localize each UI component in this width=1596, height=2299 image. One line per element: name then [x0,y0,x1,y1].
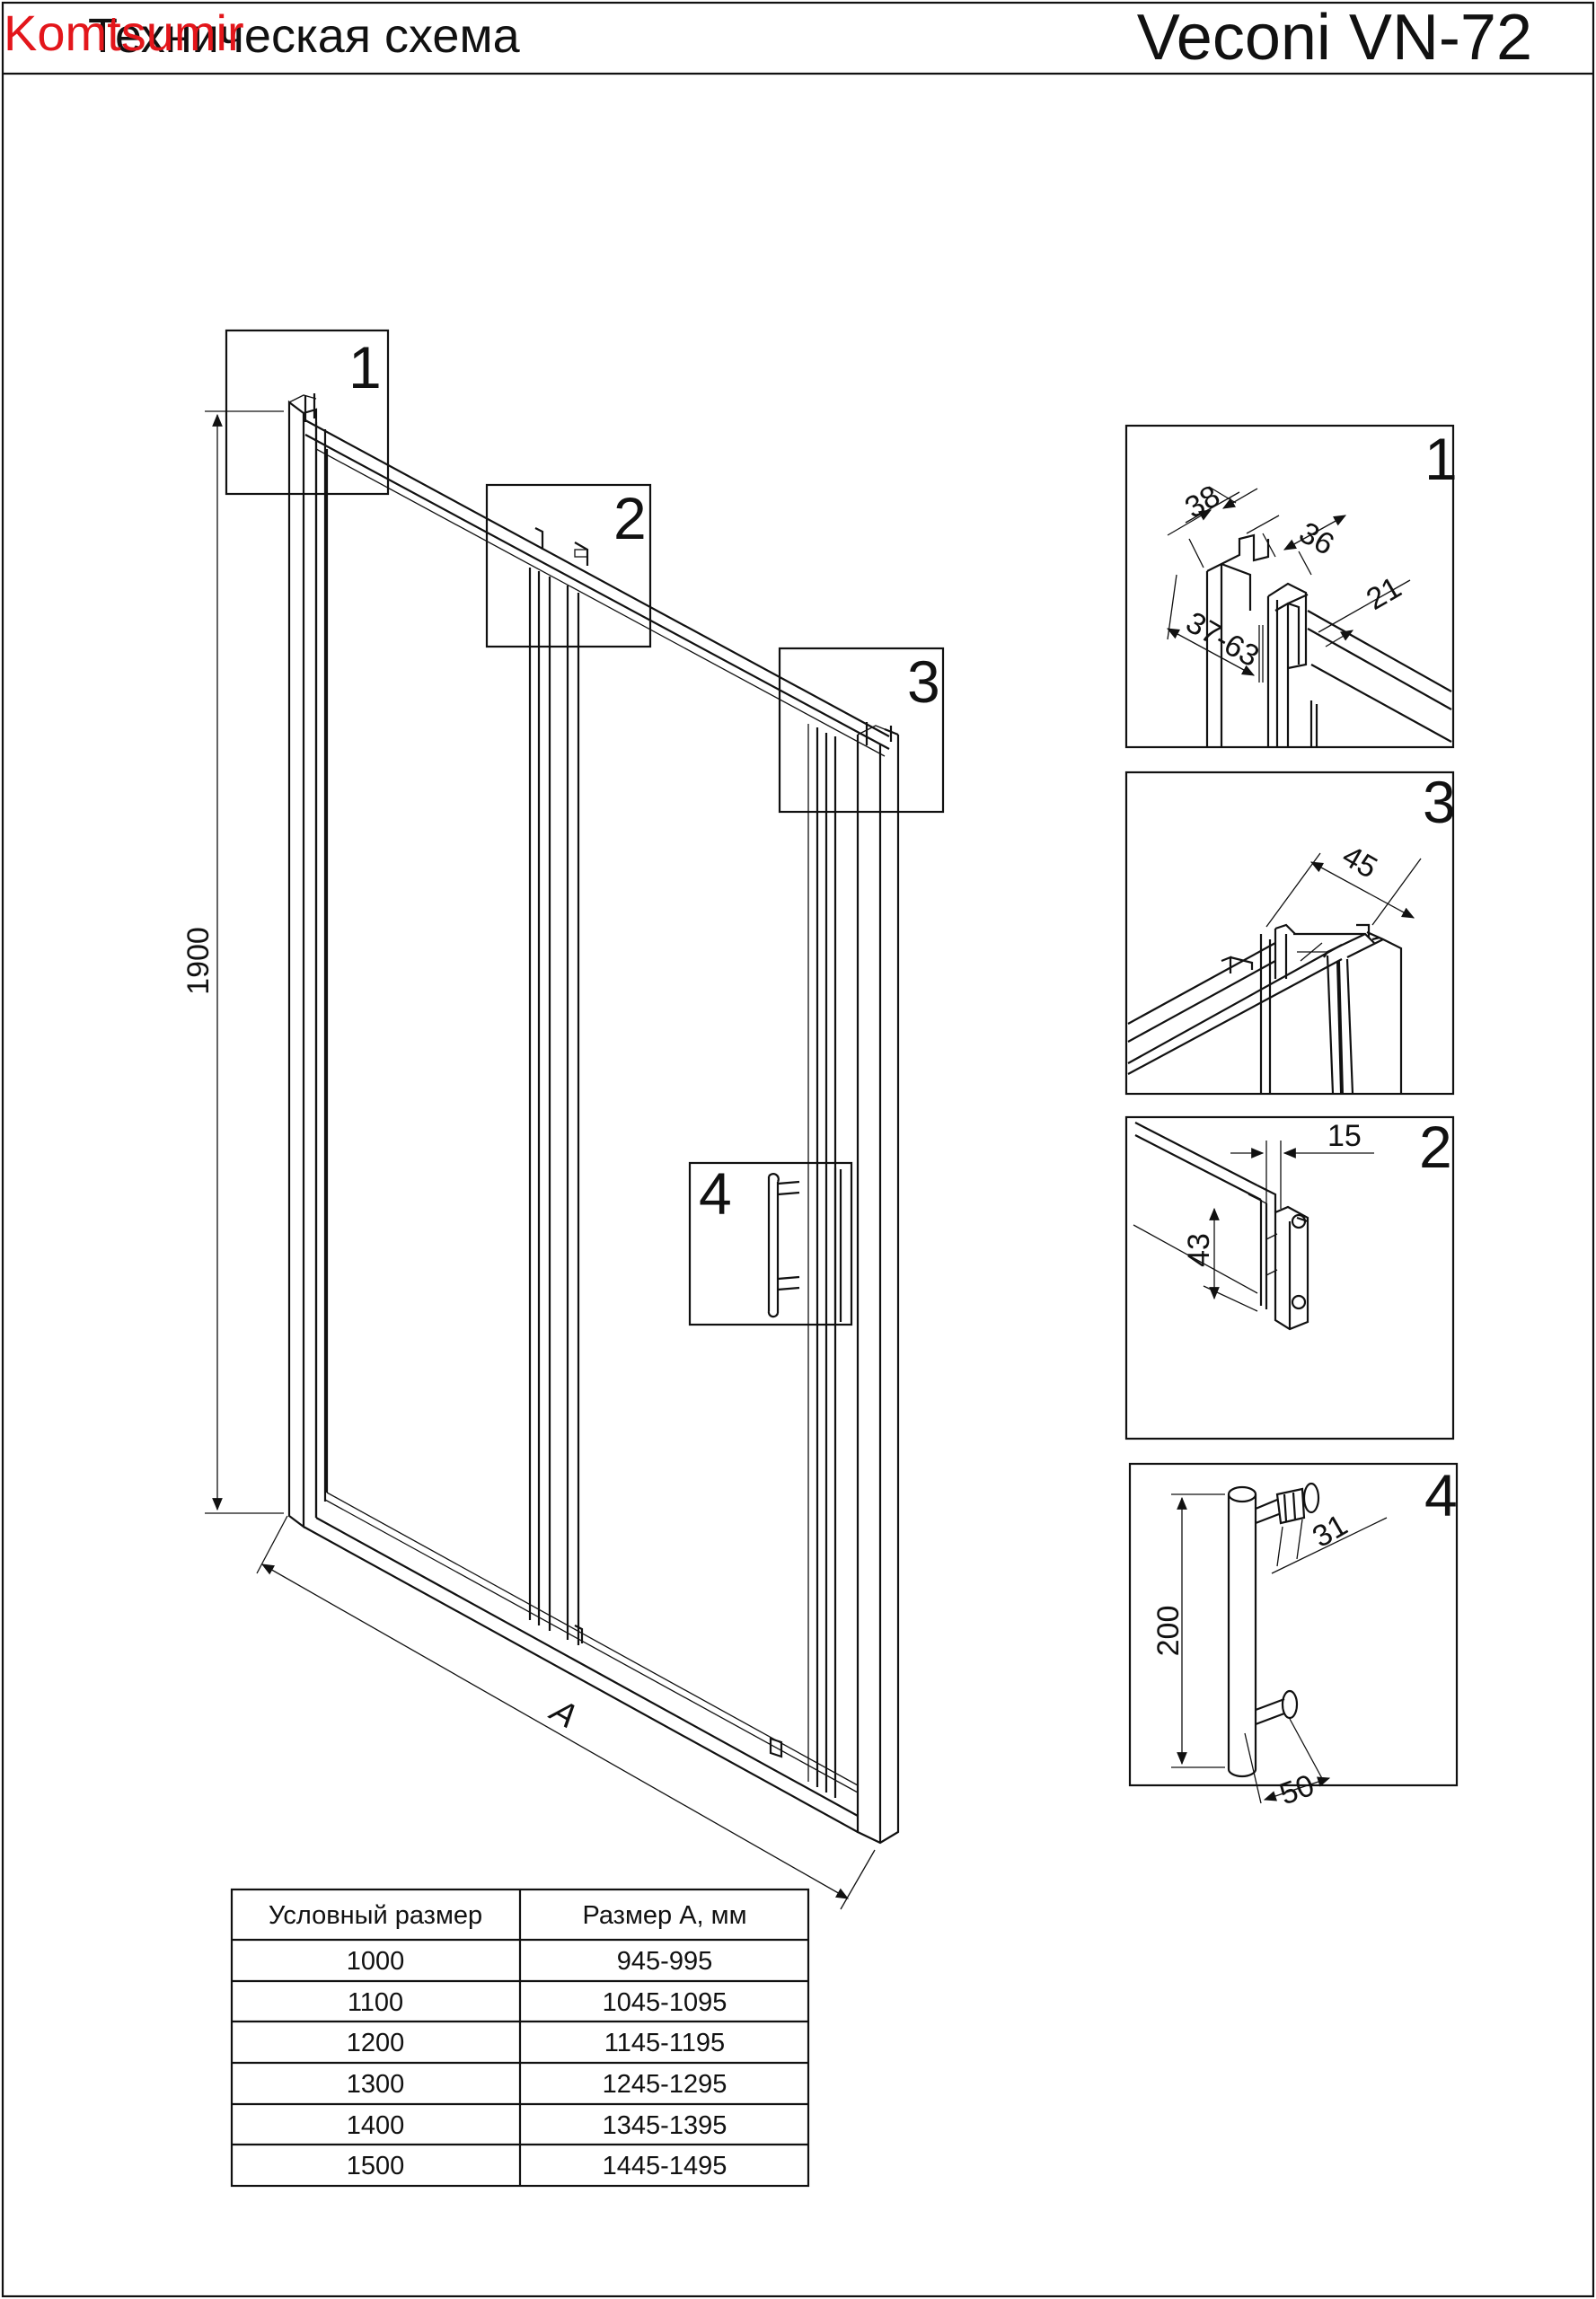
detail-1-dim-37-63: 37-63 [1180,605,1265,674]
table-row: 1300 1245-1295 [347,2070,727,2099]
height-dimension: 1900 [181,410,284,1514]
table-cell-nominal: 1100 [348,1988,403,2017]
table-cell-size-a: 945-995 [617,1947,712,1976]
model-name: Veconi VN-72 [1137,2,1532,74]
table-cell-nominal: 1300 [347,2070,405,2099]
callout-box-4 [688,1161,853,1326]
table-cell-nominal: 1200 [347,2029,405,2057]
detail-1-number: 1 [1424,426,1458,492]
table-cell-size-a: 1145-1195 [604,2029,725,2057]
detail-3-dim-45: 45 [1336,839,1383,885]
detail-3-number: 3 [1423,769,1456,835]
table-cell-nominal: 1000 [347,1947,405,1976]
table-cell-size-a: 1045-1095 [603,1988,727,2017]
table-header-size-a: Размер А, мм [582,1901,746,1930]
table-cell-size-a: 1345-1395 [603,2111,727,2140]
detail-2-number: 2 [1419,1114,1452,1180]
callout-box-1 [225,329,390,496]
table-header-nominal-size: Условный размер [269,1901,482,1930]
table-row: 1500 1445-1495 [347,2152,727,2180]
detail-1-frame [1124,424,1455,749]
detail-1: 1 38 36 21 37-63 [1124,424,1458,749]
watermark-logo: Komtsumir [4,4,244,61]
detail-4-dim-50: 50 [1275,1768,1319,1812]
detail-3: 3 45 [1124,769,1456,1096]
table-row: 1200 1145-1195 [347,2029,725,2057]
callout-number-4: 4 [699,1160,732,1227]
callout-box-2 [485,483,652,648]
callout-number-3: 3 [907,648,940,715]
table-row: 1100 1045-1095 [348,1988,727,2017]
detail-4: 4 200 31 50 [1128,1462,1459,1812]
table-cell-nominal: 1400 [347,2111,405,2140]
callout-number-1: 1 [348,334,382,401]
callout-box-3 [778,647,945,814]
detail-3-frame [1124,771,1455,1096]
detail-4-dim-31: 31 [1307,1508,1354,1555]
detail-2-frame [1124,1115,1455,1440]
detail-1-dim-38: 38 [1179,479,1226,525]
height-dimension-label: 1900 [181,927,216,995]
table-cell-size-a: 1245-1295 [603,2070,727,2099]
table-cell-size-a: 1445-1495 [603,2152,727,2180]
page-title: Техническая схема [88,9,521,63]
detail-4-number: 4 [1424,1462,1458,1528]
detail-2-dim-43: 43 [1182,1233,1216,1267]
size-table: Условный размер Размер А, мм 1000 945-99… [230,1888,810,2188]
detail-2: 2 15 43 [1124,1114,1455,1440]
callout-number-2: 2 [613,485,647,551]
table-row: 1400 1345-1395 [347,2111,727,2140]
detail-1-dim-21: 21 [1361,570,1407,617]
width-dimension: A [256,1515,876,1910]
table-row: 1000 945-995 [347,1947,712,1976]
shower-door-main-view: 1 2 3 4 1900 A [181,329,945,1910]
detail-4-dim-200: 200 [1151,1606,1186,1657]
table-cell-nominal: 1500 [347,2152,405,2180]
detail-2-dim-15: 15 [1327,1119,1362,1153]
